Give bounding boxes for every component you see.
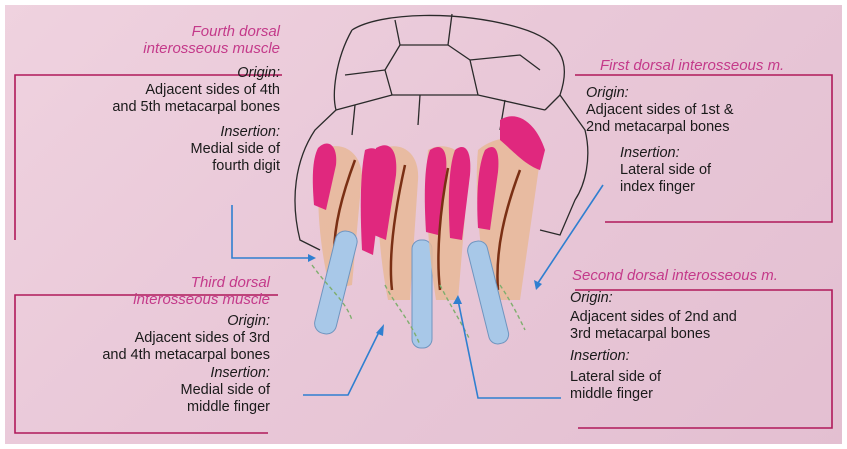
fourth-origin-line2: and 5th metacarpal bones: [40, 99, 280, 116]
first-origin-line2: 2nd metacarpal bones: [586, 119, 831, 136]
third-insertion-heading: Insertion:: [20, 364, 270, 382]
second-insertion-line1: Lateral side of: [570, 369, 840, 386]
first-origin-heading: Origin:: [586, 84, 831, 102]
third-insertion-line1: Medial side of: [20, 382, 270, 399]
label-second-dorsal: Second dorsal interosseous m. Origin: Ad…: [570, 267, 840, 403]
label-first-dorsal: First dorsal interosseous m. Origin: Adj…: [586, 57, 831, 196]
second-title: Second dorsal interosseous m.: [572, 267, 840, 284]
third-origin-heading: Origin:: [20, 312, 270, 330]
third-origin-line1: Adjacent sides of 3rd: [20, 330, 270, 347]
first-insertion-line1: Lateral side of: [620, 162, 831, 179]
fourth-title-line2: interosseous muscle: [40, 40, 280, 57]
first-insertion-heading: Insertion:: [620, 144, 831, 162]
second-origin-heading: Origin:: [570, 289, 840, 307]
first-origin-line1: Adjacent sides of 1st &: [586, 102, 831, 119]
fourth-origin-line1: Adjacent sides of 4th: [40, 82, 280, 99]
fourth-insertion-line2: fourth digit: [40, 158, 280, 175]
fourth-insertion-heading: Insertion:: [40, 123, 280, 141]
third-title-line2: interosseous muscle: [20, 291, 270, 308]
second-origin-line2: 3rd metacarpal bones: [570, 326, 840, 343]
second-insertion-heading: Insertion:: [570, 347, 840, 365]
second-origin-line1: Adjacent sides of 2nd and: [570, 309, 840, 326]
label-third-dorsal: Third dorsal interosseous muscle Origin:…: [20, 274, 270, 416]
label-fourth-dorsal: Fourth dorsal interosseous muscle Origin…: [40, 23, 280, 175]
muscle-first: [466, 116, 545, 346]
third-insertion-line2: middle finger: [20, 399, 270, 416]
muscle-fourth: [313, 143, 384, 336]
first-insertion-line2: index finger: [620, 179, 831, 196]
muscle-third: [373, 145, 432, 348]
second-insertion-line2: middle finger: [570, 386, 840, 403]
first-title: First dorsal interosseous m.: [600, 57, 831, 74]
third-title-line1: Third dorsal: [20, 274, 270, 291]
fourth-origin-heading: Origin:: [40, 64, 280, 82]
fourth-insertion-line1: Medial side of: [40, 141, 280, 158]
third-origin-line2: and 4th metacarpal bones: [20, 347, 270, 364]
fourth-title-line1: Fourth dorsal: [40, 23, 280, 40]
